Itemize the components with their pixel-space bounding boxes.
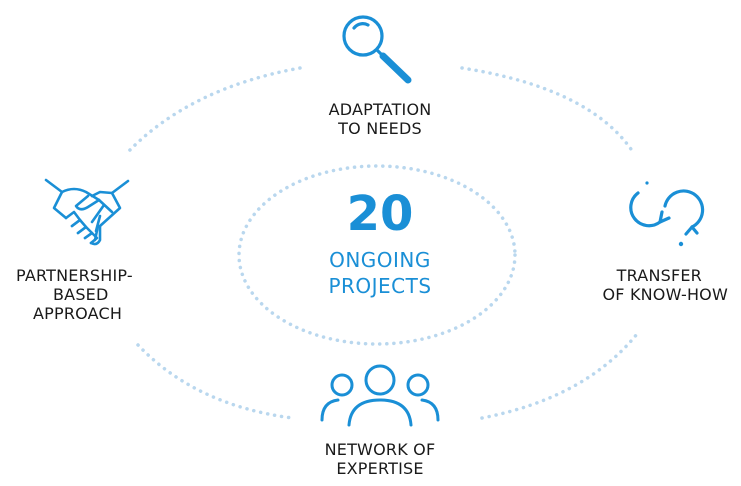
node-top-line-1: ADAPTATION: [328, 100, 432, 119]
magnifier-icon: [342, 15, 412, 84]
node-left-line-2: BASED: [53, 285, 109, 304]
node-bottom-line-1: NETWORK OF: [324, 440, 436, 459]
ongoing-projects-count: 20: [346, 186, 414, 242]
node-bottom-label: NETWORK OF EXPERTISE: [290, 440, 470, 478]
center-line-2: PROJECTS: [328, 274, 432, 298]
ring-arc-top-left: [126, 66, 302, 154]
people-network-icon: [320, 364, 440, 427]
ongoing-projects-label: ONGOING PROJECTS: [290, 247, 470, 299]
handshake-icon: [44, 178, 130, 246]
inner-dotted-ellipse: [237, 164, 517, 346]
node-left-label: PARTNERSHIP- BASED APPROACH: [16, 266, 216, 323]
node-top-label: ADAPTATION TO NEEDS: [290, 100, 470, 138]
node-right-line-1: TRANSFER: [616, 266, 702, 285]
node-top-line-2: TO NEEDS: [338, 119, 422, 138]
ring-arc-top-right: [460, 66, 635, 154]
node-right-line-2: OF KNOW-HOW: [602, 285, 728, 304]
ring-arc-bottom-left: [136, 343, 294, 420]
node-left-line-3: APPROACH: [33, 304, 123, 323]
node-left-line-1: PARTNERSHIP-: [16, 266, 133, 285]
transfer-cycle-icon: [629, 181, 705, 247]
center-line-1: ONGOING: [329, 248, 431, 272]
node-right-label: TRANSFER OF KNOW-HOW: [540, 266, 728, 304]
ring-arc-bottom-right: [480, 332, 639, 420]
node-bottom-line-2: EXPERTISE: [336, 459, 424, 478]
outer-dotted-ring: [126, 66, 639, 420]
